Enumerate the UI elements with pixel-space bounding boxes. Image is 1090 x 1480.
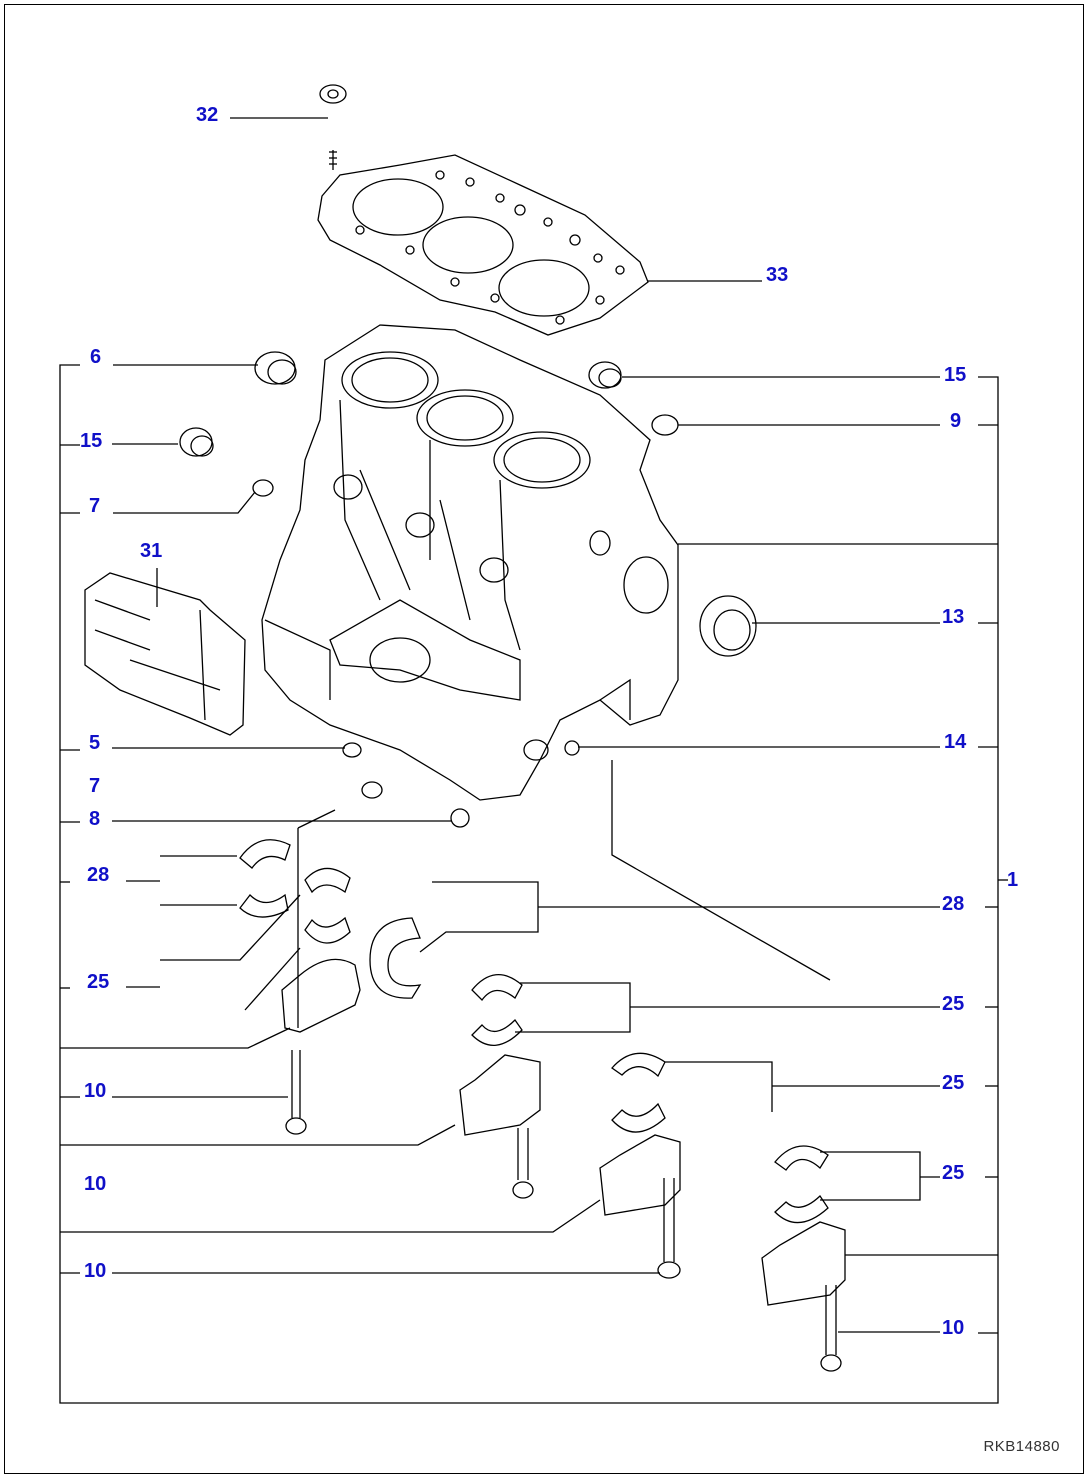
nut-part-32 xyxy=(319,84,347,170)
callout-7-top: 7 xyxy=(89,495,101,517)
callout-25-c: 25 xyxy=(942,1162,965,1184)
bearing-caps xyxy=(281,958,846,1306)
bracket-part-31 xyxy=(84,572,246,736)
leader-lines xyxy=(60,117,998,1333)
cylinder-block xyxy=(261,324,679,801)
callout-8: 8 xyxy=(89,808,101,830)
callout-28-left: 28 xyxy=(87,864,110,886)
callout-15-right: 15 xyxy=(944,364,967,386)
callout-7-bottom: 7 xyxy=(89,775,101,797)
callout-25-a: 25 xyxy=(942,993,965,1015)
callout-25-left: 25 xyxy=(87,971,110,993)
callout-25-b: 25 xyxy=(942,1072,965,1094)
seal-part-13 xyxy=(699,595,757,657)
plug-parts xyxy=(179,351,679,828)
callout-32: 32 xyxy=(196,104,219,126)
callout-31: 31 xyxy=(140,540,163,562)
drawing-code: RKB14880 xyxy=(983,1438,1060,1455)
callout-9: 9 xyxy=(950,410,962,432)
callout-1: 1 xyxy=(1007,869,1019,891)
diagram-frame xyxy=(4,4,1084,1474)
callout-6: 6 xyxy=(90,346,102,368)
callout-10-d: 10 xyxy=(942,1317,965,1339)
callout-15-left: 15 xyxy=(80,430,103,452)
callout-13: 13 xyxy=(942,606,965,628)
cap-bolts xyxy=(285,1050,842,1372)
callout-14: 14 xyxy=(944,731,967,753)
callout-10-c: 10 xyxy=(84,1260,107,1282)
callout-33: 33 xyxy=(766,264,789,286)
callout-10-a: 10 xyxy=(84,1080,107,1102)
callout-28-right: 28 xyxy=(942,893,965,915)
bearing-shells xyxy=(239,839,829,1224)
assembly-bracket xyxy=(59,364,1008,1404)
callout-5: 5 xyxy=(89,732,101,754)
head-gasket-part-33 xyxy=(317,154,649,336)
callout-10-b: 10 xyxy=(84,1173,107,1195)
